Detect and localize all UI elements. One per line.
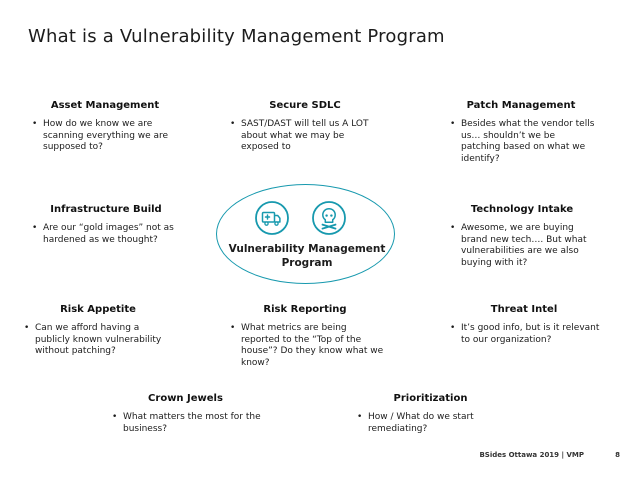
section-secure-sdlc: Secure SDLC SAST/DAST will tell us A LOT… [226,99,384,154]
bullet-text: Can we afford having a publicly known vu… [35,323,162,357]
bullet-item: Can we afford having a publicly known vu… [20,323,176,358]
section-title: Technology Intake [470,204,574,215]
bullet-text: It’s good info, but is it relevant to ou… [461,323,600,345]
bullet-marker [32,119,43,131]
bullet-text: What metrics are being reported to the “… [241,323,384,368]
bullet-item: What matters the most for the business? [108,412,263,435]
section-patch-management: Patch Management Besides what the vendor… [446,99,596,165]
bullet-text: What matters the most for the business? [123,412,261,434]
bullet-marker [450,223,461,235]
section-title: Risk Reporting [263,304,347,315]
skull-and-crossbones-icon [312,201,346,235]
section-title: Prioritization [393,393,468,404]
bullet-item: What metrics are being reported to the “… [226,323,384,369]
bullet-item: How / What do we start remediating? [353,412,508,435]
bullet-item: Awesome, we are buying brand new tech…. … [446,223,598,269]
bullet-marker [357,412,368,424]
section-prioritization: Prioritization How / What do we start re… [353,392,508,435]
bullet-item: It’s good info, but is it relevant to ou… [446,323,602,346]
section-title: Infrastructure Build [50,204,162,215]
section-title: Secure SDLC [269,100,341,111]
footer-event-label: BSides Ottawa 2019 | VMP [479,451,584,459]
bullet-item: Besides what the vendor tells us… should… [446,119,596,165]
bullet-marker [230,323,241,335]
section-title: Risk Appetite [60,304,136,315]
section-crown-jewels: Crown Jewels What matters the most for t… [108,392,263,435]
bullet-marker [230,119,241,131]
vmp-hub-label: Vulnerability Management Program [228,243,386,269]
section-technology-intake: Technology Intake Awesome, we are buying… [446,203,598,269]
section-risk-appetite: Risk Appetite Can we afford having a pub… [20,303,176,358]
section-title: Patch Management [466,100,576,111]
bullet-text: SAST/DAST will tell us A LOT about what … [241,119,369,153]
section-infrastructure-build: Infrastructure Build Are our “gold image… [28,203,184,246]
section-risk-reporting: Risk Reporting What metrics are being re… [226,303,384,369]
bullet-text: How / What do we start remediating? [368,412,474,434]
section-asset-management: Asset Management How do we know we are s… [28,99,182,154]
bullet-marker [24,323,35,335]
footer-page-number: 8 [615,451,620,459]
bullet-item: SAST/DAST will tell us A LOT about what … [226,119,384,154]
section-title: Threat Intel [490,304,558,315]
bullet-item: How do we know we are scanning everythin… [28,119,182,154]
section-title: Asset Management [50,100,160,111]
section-threat-intel: Threat Intel It’s good info, but is it r… [446,303,602,346]
bullet-text: Are our “gold images” not as hardened as… [43,223,174,245]
bullet-marker [112,412,123,424]
bullet-item: Are our “gold images” not as hardened as… [28,223,184,246]
page-title: What is a Vulnerability Management Progr… [28,26,445,47]
bullet-marker [450,323,461,335]
ambulance-icon [255,201,289,235]
bullet-text: Awesome, we are buying brand new tech…. … [461,223,587,268]
vmp-hub-ellipse [216,184,395,284]
bullet-marker [32,223,43,235]
bullet-text: How do we know we are scanning everythin… [43,119,169,153]
section-title: Crown Jewels [148,393,223,404]
bullet-text: Besides what the vendor tells us… should… [461,119,595,164]
bullet-marker [450,119,461,131]
